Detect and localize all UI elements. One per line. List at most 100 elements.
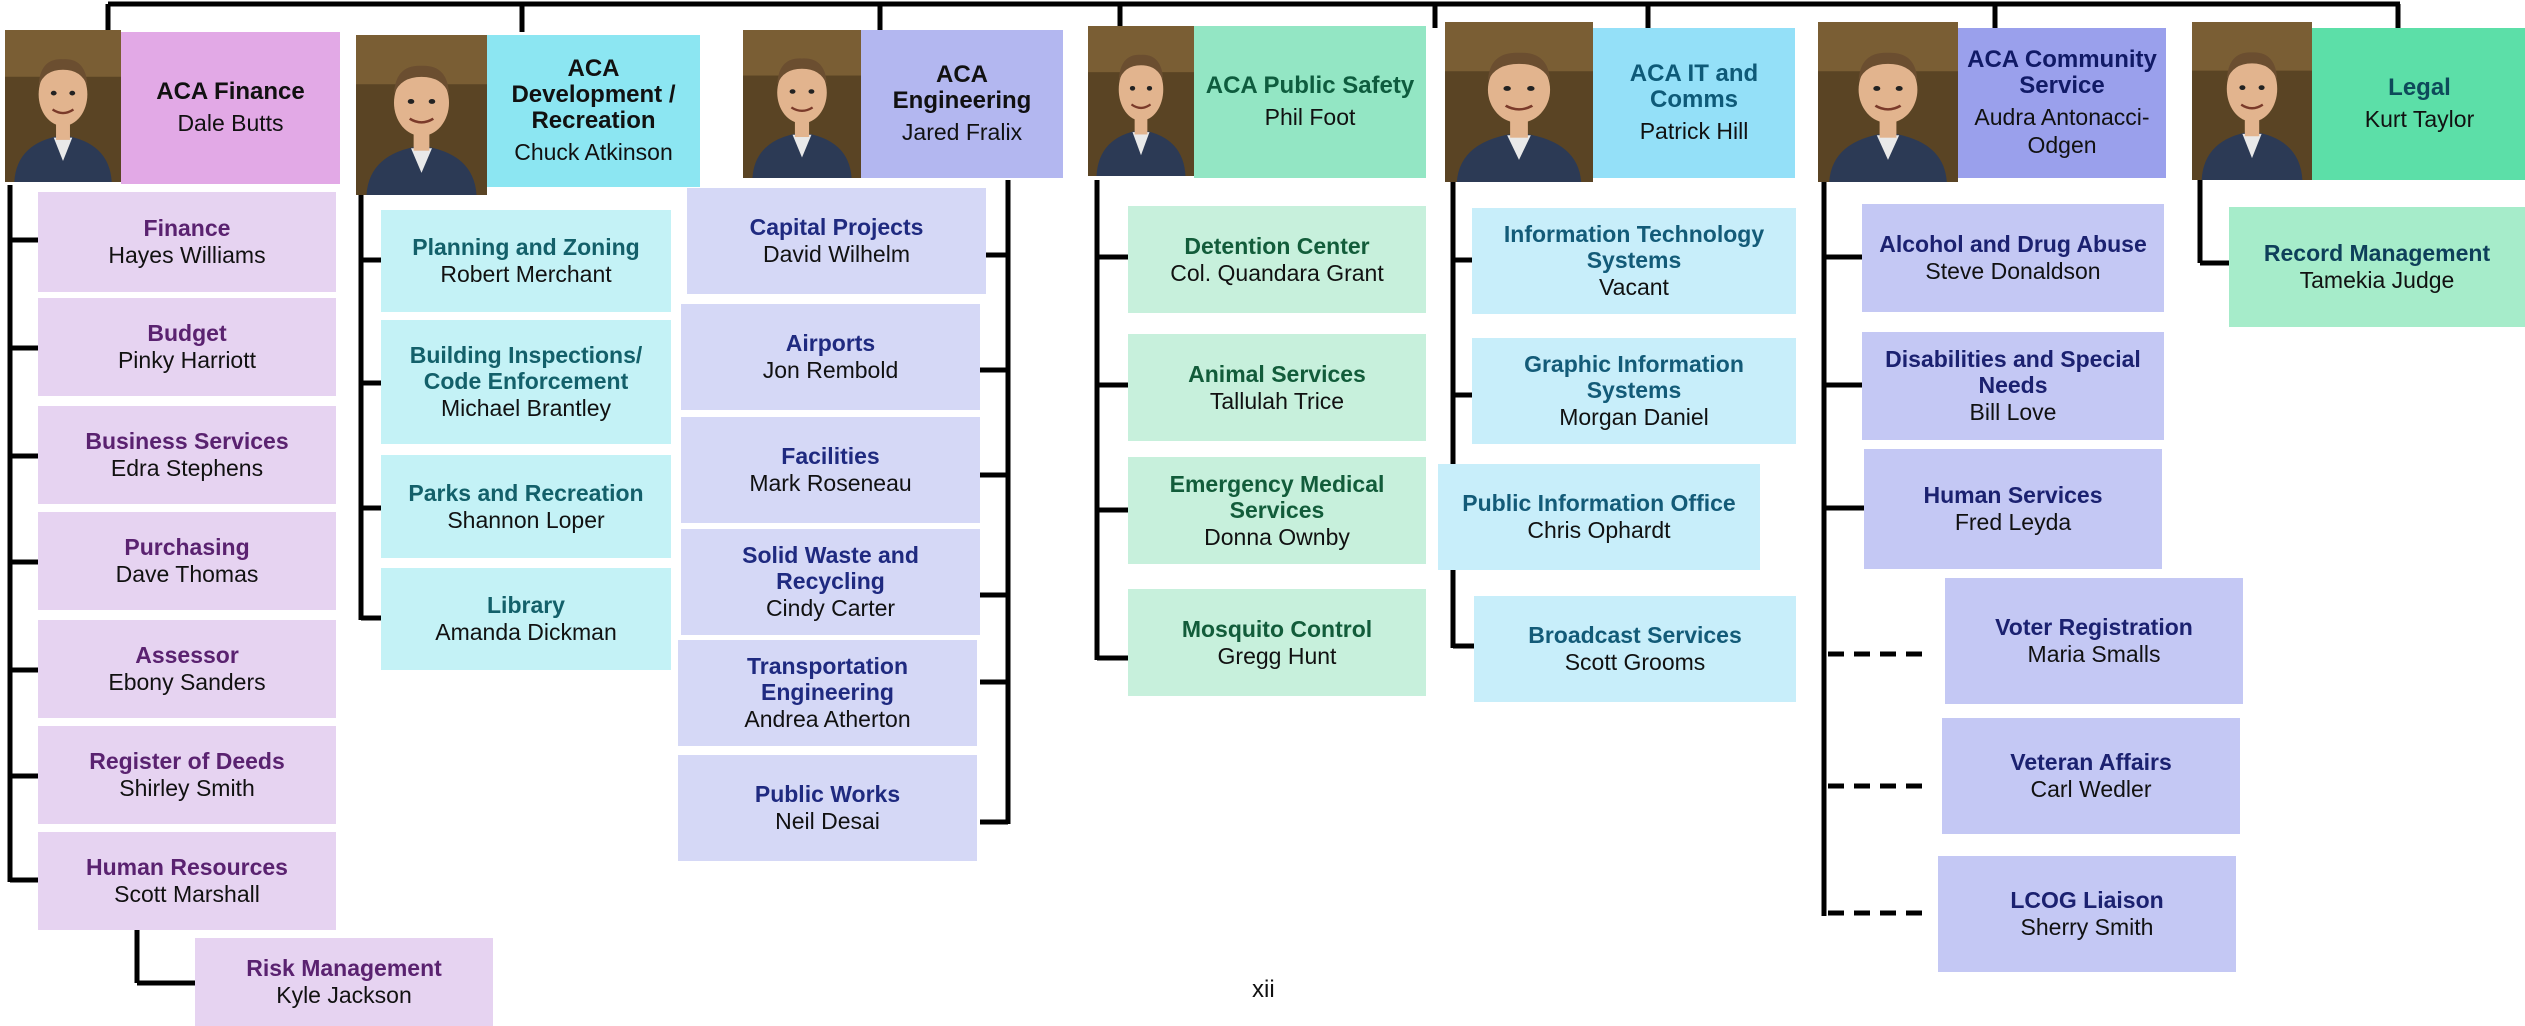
unit-title: Parks and Recreation — [408, 479, 644, 506]
unit-title: Disabilities and Special Needs — [1885, 346, 2141, 398]
portrait-photo-icon — [743, 30, 861, 178]
unit-manager-name: Kyle Jackson — [276, 982, 412, 1008]
unit-manager-name: Shannon Loper — [447, 506, 605, 533]
unit-title: Alcohol and Drug Abuse — [1879, 231, 2147, 257]
unit-manager-name: Scott Marshall — [114, 881, 260, 907]
unit-title: Emergency Medical Services — [1169, 470, 1385, 523]
unit-title: Solid Waste and Recycling — [742, 542, 919, 594]
department-head-name: Kurt Taylor — [2364, 106, 2475, 132]
unit-title: Capital Projects — [749, 214, 924, 240]
department-head-name: Audra Antonacci-Odgen — [1974, 104, 2150, 158]
department-title: ACA Community Service — [1967, 46, 2157, 99]
unit-manager-name: Shirley Smith — [119, 775, 255, 801]
department-head-name: Dale Butts — [177, 110, 284, 136]
unit-manager-name: Tamekia Judge — [2299, 267, 2455, 293]
unit-manager-name: Andrea Atherton — [744, 706, 911, 732]
unit-manager-name: Steve Donaldson — [1925, 258, 2101, 284]
department-title: ACA IT and Comms — [1629, 60, 1759, 113]
department-title: ACA Finance — [156, 78, 305, 105]
unit-manager-name: David Wilhelm — [763, 241, 910, 267]
unit-manager-name: Carl Wedler — [2030, 776, 2152, 802]
unit-title: Risk Management — [246, 955, 442, 981]
unit-title: Business Services — [85, 428, 289, 454]
portrait-photo-icon — [1445, 22, 1593, 182]
unit-manager-name: Amanda Dickman — [435, 619, 617, 645]
unit-manager-name: Vacant — [1599, 274, 1669, 300]
unit-manager-name: Fred Leyda — [1954, 509, 2072, 535]
unit-title: Graphic Information Systems — [1524, 351, 1744, 403]
unit-title: Facilities — [781, 443, 880, 469]
unit-manager-name: Gregg Hunt — [1217, 642, 1337, 669]
unit-title: Broadcast Services — [1528, 622, 1742, 648]
unit-manager-name: Edra Stephens — [110, 455, 264, 481]
unit-manager-name: Robert Merchant — [440, 261, 612, 287]
unit-title: Budget — [147, 320, 227, 346]
portrait-photo-icon — [1818, 22, 1958, 182]
unit-manager-name: Sherry Smith — [2020, 914, 2154, 940]
unit-title: Record Management — [2263, 240, 2491, 266]
unit-title: Human Services — [1923, 482, 2103, 508]
unit-title: Voter Registration — [1995, 614, 2193, 640]
unit-manager-name: Pinky Harriott — [117, 347, 257, 373]
page-number: xii — [1252, 976, 1275, 1003]
unit-title: Public Information Office — [1462, 490, 1736, 516]
unit-title: Planning and Zoning — [412, 234, 640, 260]
department-title: ACA Development / Recreation — [511, 55, 676, 134]
unit-title: Airports — [785, 330, 876, 356]
unit-title: Assessor — [135, 642, 239, 668]
portrait-photo-icon — [1088, 26, 1194, 176]
unit-manager-name: Hayes Williams — [108, 242, 266, 268]
department-head-name: Jared Fralix — [901, 119, 1023, 145]
unit-manager-name: Donna Ownby — [1204, 523, 1350, 550]
portrait-photo-icon — [2192, 22, 2312, 180]
unit-title: Transportation Engineering — [746, 653, 908, 705]
unit-manager-name: Chris Ophardt — [1527, 517, 1671, 543]
unit-title: Veteran Affairs — [2010, 749, 2172, 775]
unit-manager-name: Morgan Daniel — [1559, 404, 1709, 430]
unit-manager-name: Neil Desai — [775, 808, 880, 834]
department-title: ACA Public Safety — [1205, 72, 1415, 99]
unit-title: Purchasing — [124, 534, 250, 560]
unit-title: LCOG Liaison — [2010, 887, 2164, 913]
unit-manager-name: Dave Thomas — [115, 561, 259, 587]
department-head-name: Chuck Atkinson — [514, 139, 673, 165]
unit-manager-name: Maria Smalls — [2027, 641, 2161, 667]
unit-title: Human Resources — [86, 854, 288, 880]
unit-manager-name: Mark Roseneau — [749, 470, 912, 496]
portrait-photo-icon — [5, 30, 121, 182]
unit-manager-name: Col. Quandara Grant — [1170, 259, 1384, 286]
unit-title: Building Inspections/ Code Enforcement — [409, 342, 643, 394]
unit-manager-name: Scott Grooms — [1564, 649, 1706, 675]
unit-title: Finance — [143, 215, 231, 241]
unit-manager-name: Jon Rembold — [762, 357, 899, 383]
unit-manager-name: Tallulah Trice — [1209, 387, 1345, 414]
